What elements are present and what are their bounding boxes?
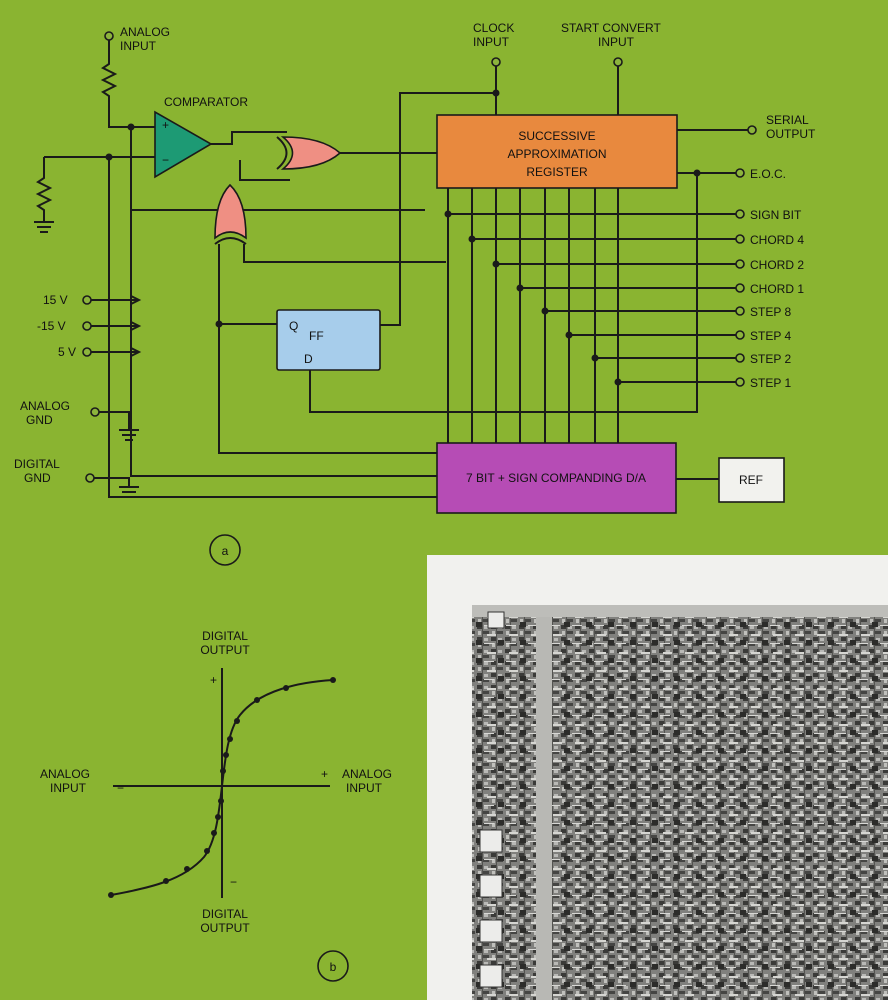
output-label-3: CHORD 2	[750, 258, 804, 272]
analog-input-right-1: ANALOG	[342, 767, 392, 781]
digital-gnd-label-2: GND	[24, 471, 51, 485]
bus-junction-2	[469, 236, 476, 243]
ff-q-label: Q	[289, 319, 298, 333]
comparator-plus: +	[162, 118, 169, 132]
analog-gnd-terminal	[91, 408, 99, 416]
output-terminal-1	[736, 210, 744, 218]
power-5v-label: 5 V	[58, 345, 76, 359]
curve-point-14	[108, 892, 114, 898]
chip-photograph	[427, 555, 888, 1000]
serial-output-label-1: SERIAL	[766, 113, 809, 127]
bus-junction-3	[493, 261, 500, 268]
dac-label: 7 BIT + SIGN COMPANDING D/A	[466, 471, 646, 485]
curve-point-5	[227, 736, 233, 742]
output-terminal-4	[736, 284, 744, 292]
curve-point-13	[163, 878, 169, 884]
curve-minus-bottom: −	[230, 875, 237, 889]
bus-junction-4	[517, 285, 524, 292]
output-label-2: CHORD 4	[750, 233, 804, 247]
figure-b-label: b	[330, 960, 337, 974]
start-convert-label-2: INPUT	[598, 35, 635, 49]
bus-junction-5	[542, 308, 549, 315]
output-terminal-8	[736, 378, 744, 386]
bus-junction-8	[615, 379, 622, 386]
power-neg15v-label: -15 V	[37, 319, 66, 333]
bus-junction-1	[445, 211, 452, 218]
power-15v-label: 15 V	[43, 293, 68, 307]
serial-output-terminal	[748, 126, 756, 134]
start-convert-label-1: START CONVERT	[561, 21, 661, 35]
clock-input-label-2: INPUT	[473, 35, 510, 49]
curve-plus-top: +	[210, 673, 217, 687]
output-label-1: SIGN BIT	[750, 208, 802, 222]
power-neg15v-terminal	[83, 322, 91, 330]
clock-input-label-1: CLOCK	[473, 21, 514, 35]
comparator-minus: −	[162, 153, 169, 167]
bus-junction-6	[566, 332, 573, 339]
analog-input-right-2: INPUT	[346, 781, 383, 795]
output-label-4: CHORD 1	[750, 282, 804, 296]
ff-name-label: FF	[309, 329, 324, 343]
curve-plus-right: +	[321, 767, 328, 781]
sar-label-2: APPROXIMATION	[507, 147, 606, 161]
analog-input-label-1: ANALOG	[120, 25, 170, 39]
output-label-5: STEP 8	[750, 305, 791, 319]
curve-point-3	[254, 697, 260, 703]
curve-minus-left: −	[117, 781, 124, 795]
digital-output-top-1: DIGITAL	[202, 629, 248, 643]
output-terminal-2	[736, 235, 744, 243]
ref-label: REF	[739, 473, 763, 487]
bus-junction-7	[592, 355, 599, 362]
output-terminal-7	[736, 354, 744, 362]
power-5v-terminal	[83, 348, 91, 356]
output-terminal-3	[736, 260, 744, 268]
analog-gnd-label-2: GND	[26, 413, 53, 427]
eoc-terminal	[736, 169, 744, 177]
ff-d-label: D	[304, 352, 313, 366]
figure-a-label: a	[222, 544, 229, 558]
curve-point-9	[215, 814, 221, 820]
digital-gnd-terminal	[86, 474, 94, 482]
serial-output-label-2: OUTPUT	[766, 127, 816, 141]
sar-label-3: REGISTER	[526, 165, 588, 179]
curve-point-1	[330, 677, 336, 683]
curve-point-4	[234, 718, 240, 724]
eoc-label: E.O.C.	[750, 167, 786, 181]
start-convert-terminal	[614, 58, 622, 66]
curve-point-7	[220, 768, 226, 774]
curve-point-8	[218, 798, 224, 804]
output-label-6: STEP 4	[750, 329, 791, 343]
curve-point-11	[204, 848, 210, 854]
digital-output-bottom-2: OUTPUT	[200, 921, 250, 935]
power-15v-terminal	[83, 296, 91, 304]
output-label-7: STEP 2	[750, 352, 791, 366]
comparator-label: COMPARATOR	[164, 95, 248, 109]
digital-gnd-label-1: DIGITAL	[14, 457, 60, 471]
curve-point-10	[211, 830, 217, 836]
output-label-8: STEP 1	[750, 376, 791, 390]
digital-output-top-2: OUTPUT	[200, 643, 250, 657]
analog-input-label-2: INPUT	[120, 39, 157, 53]
sar-label-1: SUCCESSIVE	[518, 129, 595, 143]
curve-point-6	[223, 752, 229, 758]
analog-input-left-2: INPUT	[50, 781, 87, 795]
clock-input-terminal	[492, 58, 500, 66]
analog-gnd-label-1: ANALOG	[20, 399, 70, 413]
output-terminal-5	[736, 307, 744, 315]
analog-input-left-1: ANALOG	[40, 767, 90, 781]
output-terminal-6	[736, 331, 744, 339]
curve-point-2	[283, 685, 289, 691]
curve-point-12	[184, 866, 190, 872]
analog-input-terminal	[105, 32, 113, 40]
digital-output-bottom-1: DIGITAL	[202, 907, 248, 921]
